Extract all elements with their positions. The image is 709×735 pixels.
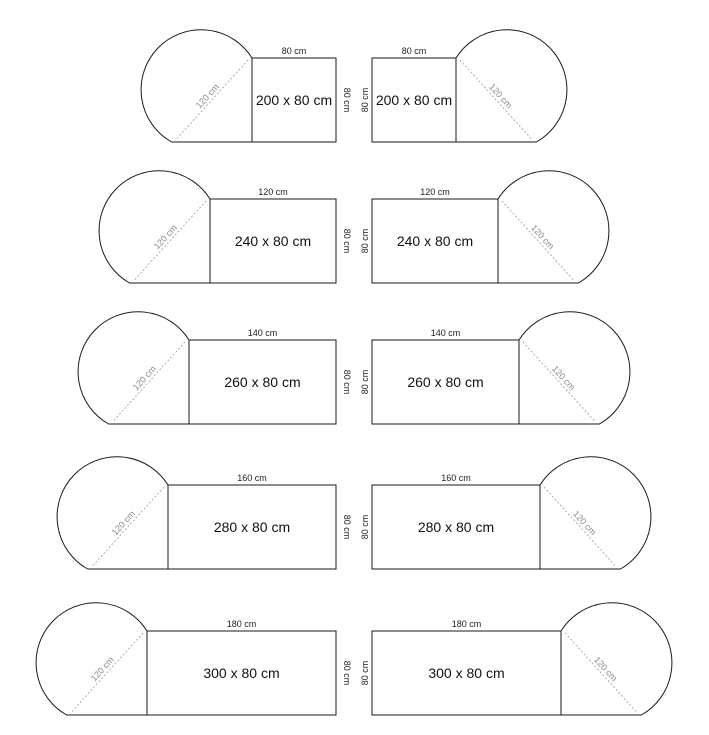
radius-label: 120 cm: [487, 82, 514, 111]
size-label: 260 x 80 cm: [224, 374, 300, 390]
radius-line: [112, 341, 186, 423]
radius-line: [133, 200, 207, 282]
length-label: 140 cm: [431, 328, 461, 338]
depth-label: 80 cm: [342, 370, 352, 395]
table-left-row-2: 120 cm 120 cm 80 cm 240 x 80 cm: [98, 170, 352, 284]
depth-label: 80 cm: [360, 370, 370, 395]
table-outline: [56, 456, 337, 570]
depth-label: 80 cm: [342, 661, 352, 686]
size-label: 240 x 80 cm: [397, 233, 473, 249]
radius-label: 120 cm: [89, 655, 116, 684]
radius-line: [543, 486, 617, 568]
size-label: 260 x 80 cm: [407, 374, 483, 390]
radius-line: [522, 341, 596, 423]
table-right-row-2: 120 cm 120 cm 80 cm 240 x 80 cm: [360, 170, 610, 284]
depth-label: 80 cm: [360, 515, 370, 540]
radius-label: 120 cm: [550, 364, 577, 393]
table-right-row-1: 120 cm 80 cm 80 cm 200 x 80 cm: [360, 29, 568, 143]
size-label: 240 x 80 cm: [235, 233, 311, 249]
length-label: 160 cm: [441, 473, 471, 483]
table-outline: [371, 170, 610, 284]
radius-label: 120 cm: [194, 82, 221, 111]
radius-line: [175, 59, 249, 141]
length-label: 160 cm: [237, 473, 267, 483]
table-outline: [371, 311, 631, 425]
radius-line: [564, 632, 638, 714]
size-label: 200 x 80 cm: [256, 92, 332, 108]
radius-line: [70, 632, 144, 714]
radius-label: 120 cm: [152, 223, 179, 252]
table-outline: [77, 311, 337, 425]
size-label: 200 x 80 cm: [376, 92, 452, 108]
table-outline: [371, 456, 652, 570]
length-label: 180 cm: [452, 619, 482, 629]
depth-label: 80 cm: [342, 88, 352, 113]
table-outline: [98, 170, 337, 284]
radius-label: 120 cm: [571, 509, 598, 538]
size-label: 280 x 80 cm: [214, 519, 290, 535]
table-right-row-3: 120 cm 140 cm 80 cm 260 x 80 cm: [360, 311, 631, 425]
length-label: 80 cm: [282, 46, 307, 56]
table-left-row-3: 120 cm 140 cm 80 cm 260 x 80 cm: [77, 311, 352, 425]
table-right-row-4: 120 cm 160 cm 80 cm 280 x 80 cm: [360, 456, 652, 570]
depth-label: 80 cm: [360, 229, 370, 254]
table-outline: [140, 29, 337, 143]
size-label: 280 x 80 cm: [418, 519, 494, 535]
radius-label: 120 cm: [131, 364, 158, 393]
depth-label: 80 cm: [342, 229, 352, 254]
length-label: 120 cm: [258, 187, 288, 197]
length-label: 140 cm: [248, 328, 278, 338]
radius-label: 120 cm: [529, 223, 556, 252]
table-outline: [35, 602, 337, 716]
size-label: 300 x 80 cm: [203, 665, 279, 681]
depth-label: 80 cm: [342, 515, 352, 540]
depth-label: 80 cm: [360, 661, 370, 686]
size-label: 300 x 80 cm: [428, 665, 504, 681]
depth-label: 80 cm: [360, 88, 370, 113]
length-label: 120 cm: [420, 187, 450, 197]
table-outline: [371, 602, 673, 716]
table-left-row-4: 120 cm 160 cm 80 cm 280 x 80 cm: [56, 456, 352, 570]
radius-label: 120 cm: [110, 509, 137, 538]
radius-line: [501, 200, 575, 282]
radius-line: [459, 59, 533, 141]
table-right-row-5: 120 cm 180 cm 80 cm 300 x 80 cm: [360, 602, 673, 716]
length-label: 180 cm: [227, 619, 257, 629]
table-left-row-5: 120 cm 180 cm 80 cm 300 x 80 cm: [35, 602, 352, 716]
radius-line: [91, 486, 165, 568]
radius-label: 120 cm: [592, 655, 619, 684]
table-outline: [371, 29, 568, 143]
length-label: 80 cm: [402, 46, 427, 56]
table-left-row-1: 120 cm 80 cm 80 cm 200 x 80 cm: [140, 29, 352, 143]
